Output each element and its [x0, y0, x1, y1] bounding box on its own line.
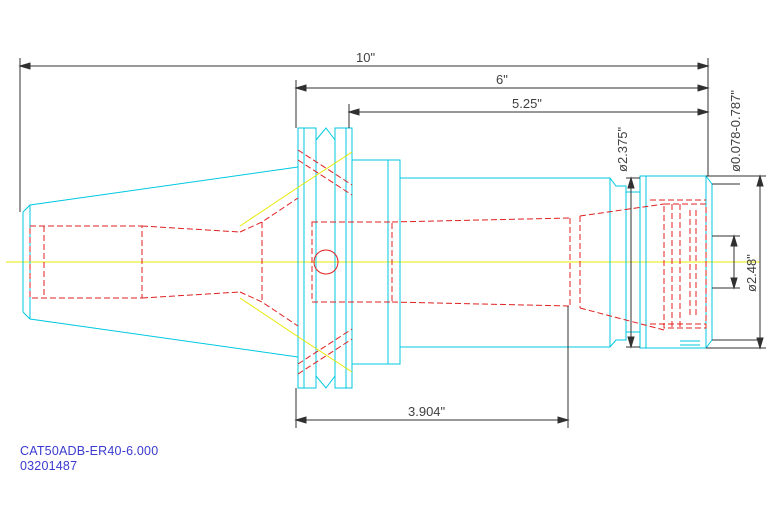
dim-length-3904: 3.904" — [408, 404, 446, 419]
dimension-lines — [18, 58, 766, 428]
dim-dia-248: ø2.48" — [744, 254, 759, 292]
dim-length-6: 6" — [496, 72, 508, 87]
dim-overall-length: 10" — [356, 50, 375, 65]
coolant-port — [313, 249, 339, 275]
hidden-lines — [29, 149, 707, 375]
part-code: 03201487 — [20, 459, 78, 473]
dim-dia-2375: ø2.375" — [615, 127, 630, 172]
part-number: CAT50ADB-ER40-6.000 — [20, 444, 159, 458]
dim-length-525: 5.25" — [512, 96, 542, 111]
flange-hatch — [239, 151, 353, 373]
body-outline — [22, 127, 713, 389]
dim-dia-range: ø0.078-0.787" — [728, 90, 743, 172]
